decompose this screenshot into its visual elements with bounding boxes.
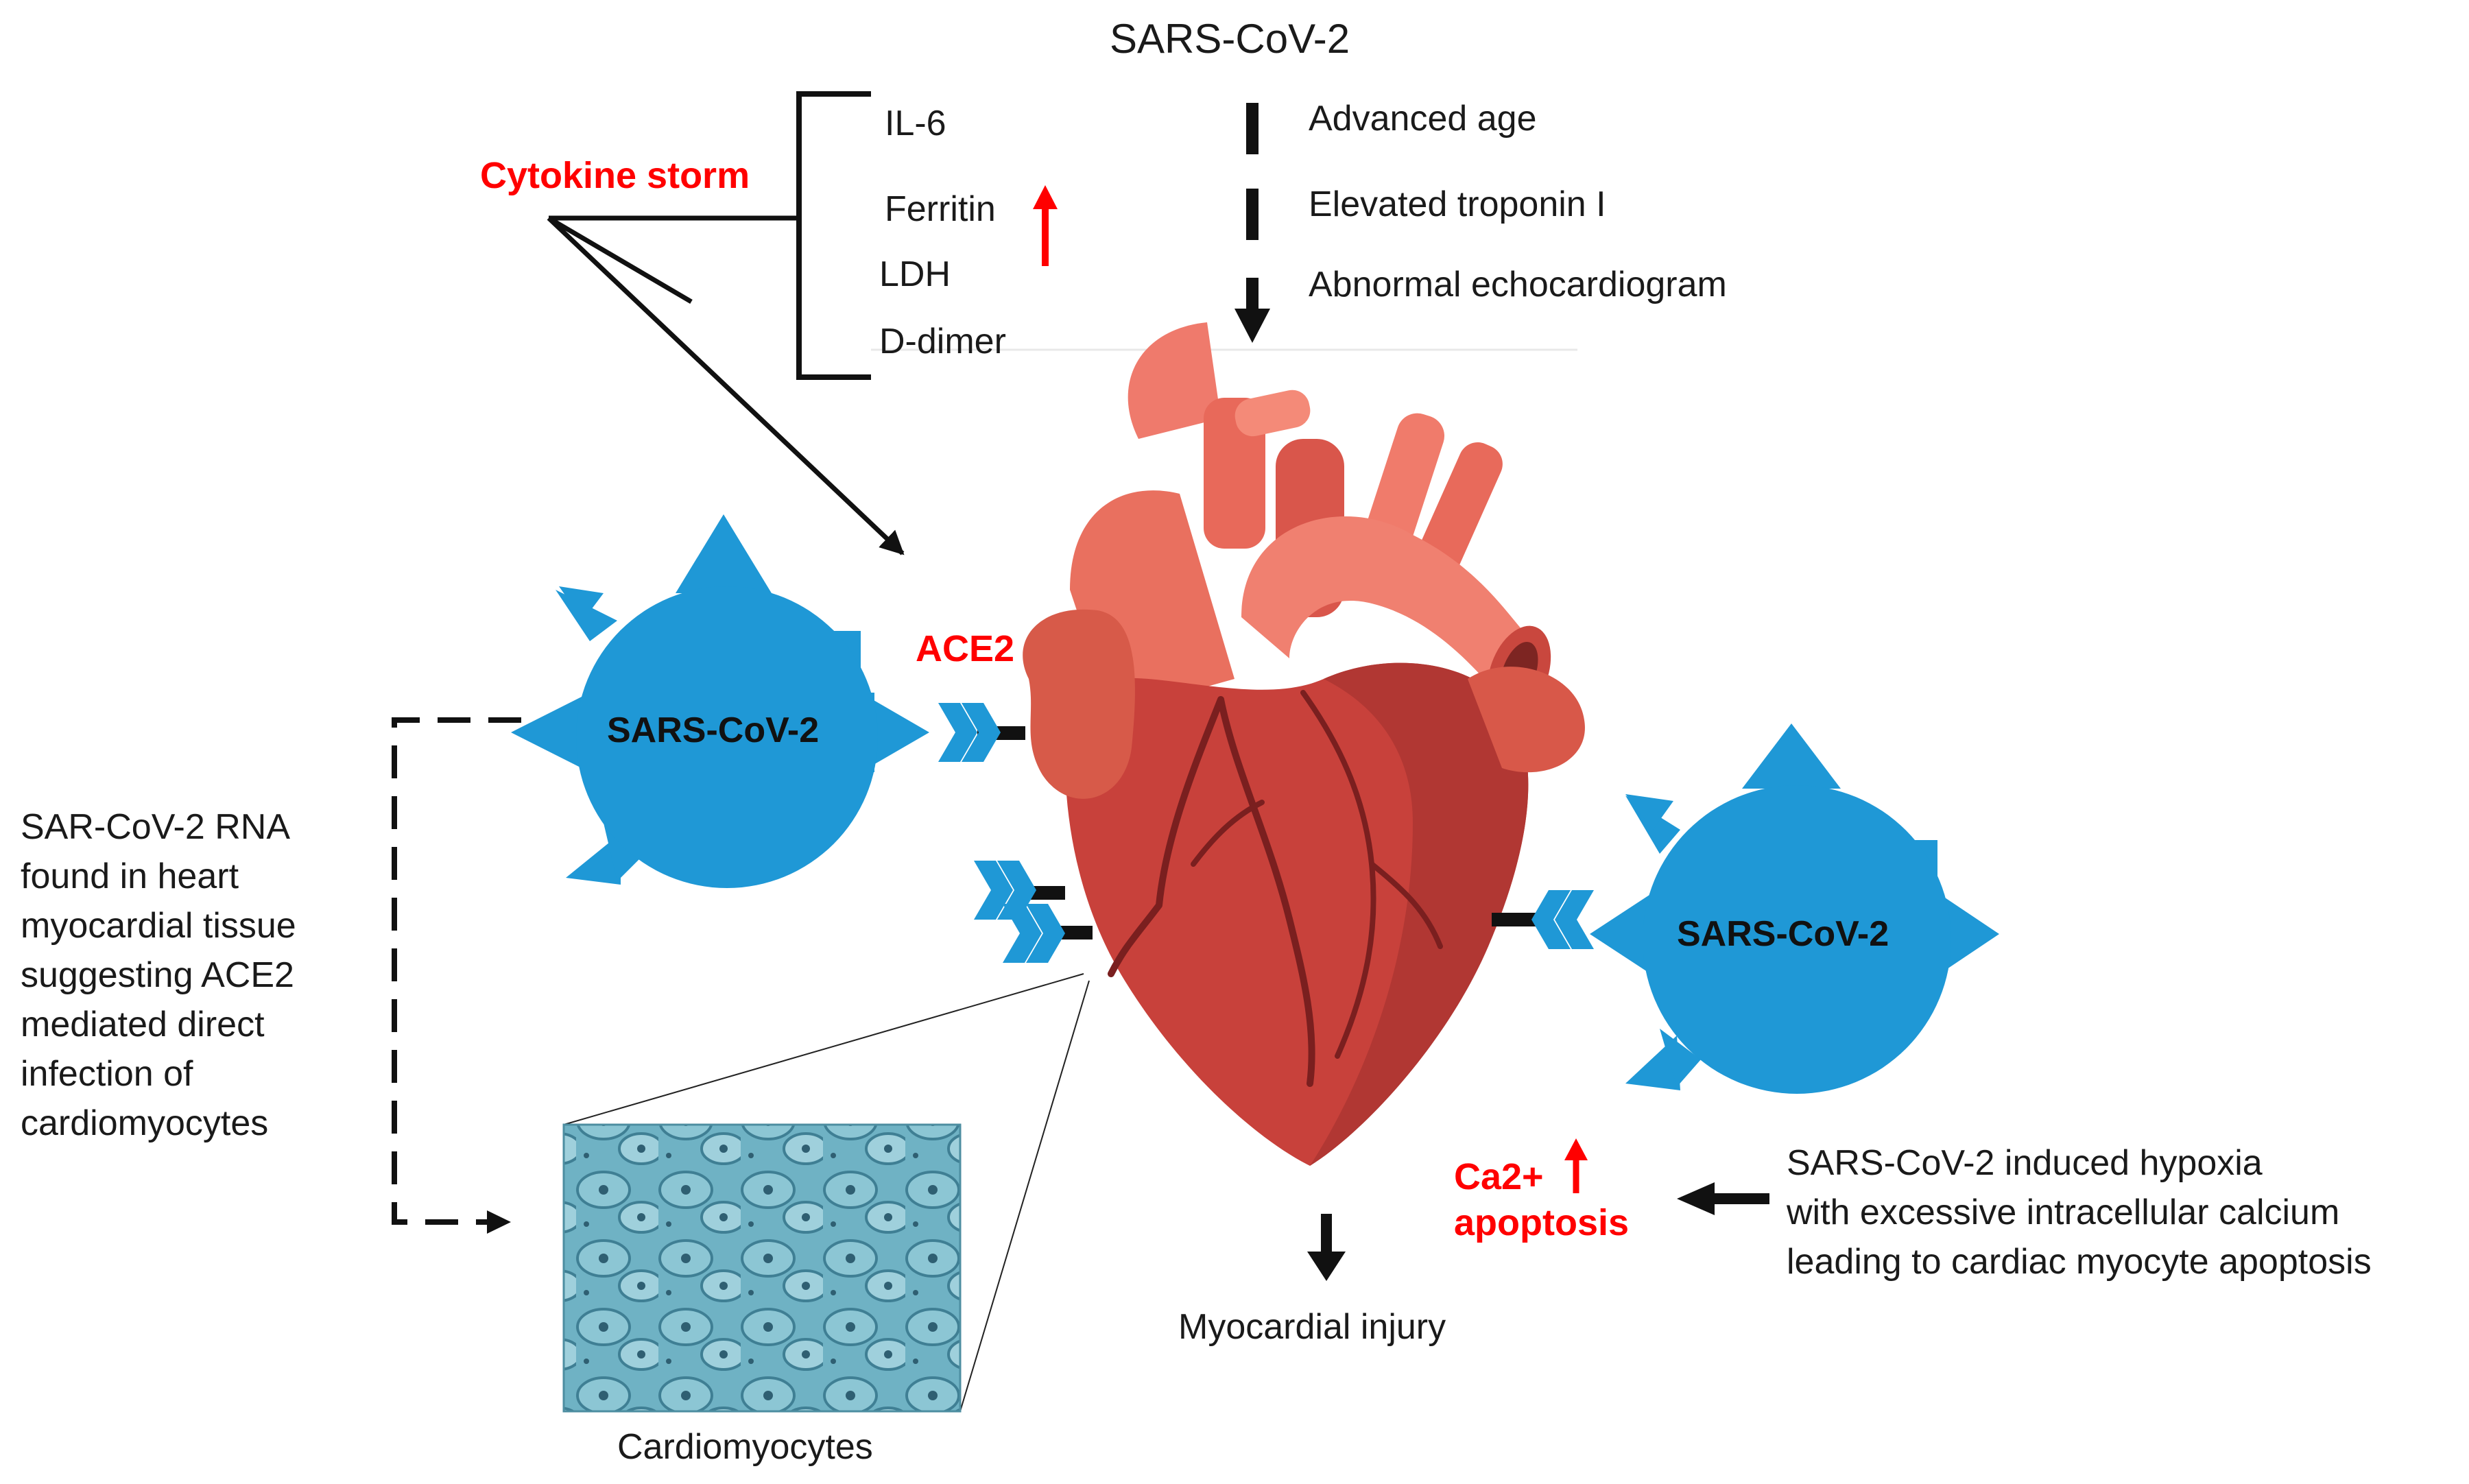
ace2-label: ACE2 — [916, 628, 1015, 669]
finding-abnormal-echo: Abnormal echocardiogram — [1309, 265, 1727, 304]
myocardial-injury-label: Myocardial injury — [1178, 1307, 1446, 1347]
apoptosis-label: apoptosis — [1454, 1202, 1630, 1243]
heart-illustration — [1023, 322, 1585, 1166]
hypoxia-note: SARS-CoV-2 induced hypoxia with excessiv… — [1787, 1138, 2372, 1286]
rna-dashed-connector — [392, 717, 521, 1234]
hypoxia-arrow — [1677, 1182, 1769, 1215]
hypoxia-note-line: leading to cardiac myocyte apoptosis — [1787, 1242, 2372, 1282]
zoom-lines — [563, 973, 1090, 1412]
calcium-label: Ca2+ — [1454, 1156, 1544, 1197]
calcium-up-arrow — [1564, 1138, 1588, 1193]
virus-left-label: SARS-CoV-2 — [607, 710, 820, 750]
marker-ferritin: Ferritin — [885, 189, 996, 229]
virus-right-label: SARS-CoV-2 — [1677, 914, 1889, 954]
hypoxia-note-line: with excessive intracellular calcium — [1787, 1193, 2340, 1232]
rna-note-line: infection of — [21, 1054, 193, 1094]
rna-note-line: found in heart — [21, 857, 239, 896]
rna-note-line: myocardial tissue — [21, 906, 296, 946]
ace2-receptors — [938, 703, 1594, 963]
marker-il6: IL-6 — [885, 104, 946, 143]
outcome-arrow — [1307, 1214, 1346, 1281]
ferritin-up-arrow — [1033, 185, 1058, 266]
micrograph-caption: Cardiomyocytes — [617, 1427, 873, 1467]
finding-elevated-troponin: Elevated troponin I — [1309, 184, 1606, 224]
rna-note-line: SAR-CoV-2 RNA — [21, 807, 290, 847]
title-dashed-arrow — [1234, 103, 1270, 343]
diagram-title: SARS-CoV-2 — [1110, 16, 1350, 62]
finding-advanced-age: Advanced age — [1309, 99, 1537, 139]
rna-note-line: suggesting ACE2 — [21, 955, 294, 995]
virus-left-particle — [511, 514, 929, 888]
cytokine-storm-label: Cytokine storm — [480, 155, 750, 196]
rna-note-line: mediated direct — [21, 1005, 265, 1044]
hypoxia-note-line: SARS-CoV-2 induced hypoxia — [1787, 1143, 2263, 1183]
rna-infection-note: SAR-CoV-2 RNA found in heart myocardial … — [21, 802, 296, 1148]
cardiomyocyte-micrograph — [562, 1123, 962, 1413]
cytokine-bracket — [547, 91, 905, 555]
marker-d-dimer: D-dimer — [879, 322, 1006, 361]
marker-ldh: LDH — [879, 254, 951, 294]
virus-right-particle — [1590, 723, 1999, 1094]
rna-note-line: cardiomyocytes — [21, 1103, 269, 1143]
